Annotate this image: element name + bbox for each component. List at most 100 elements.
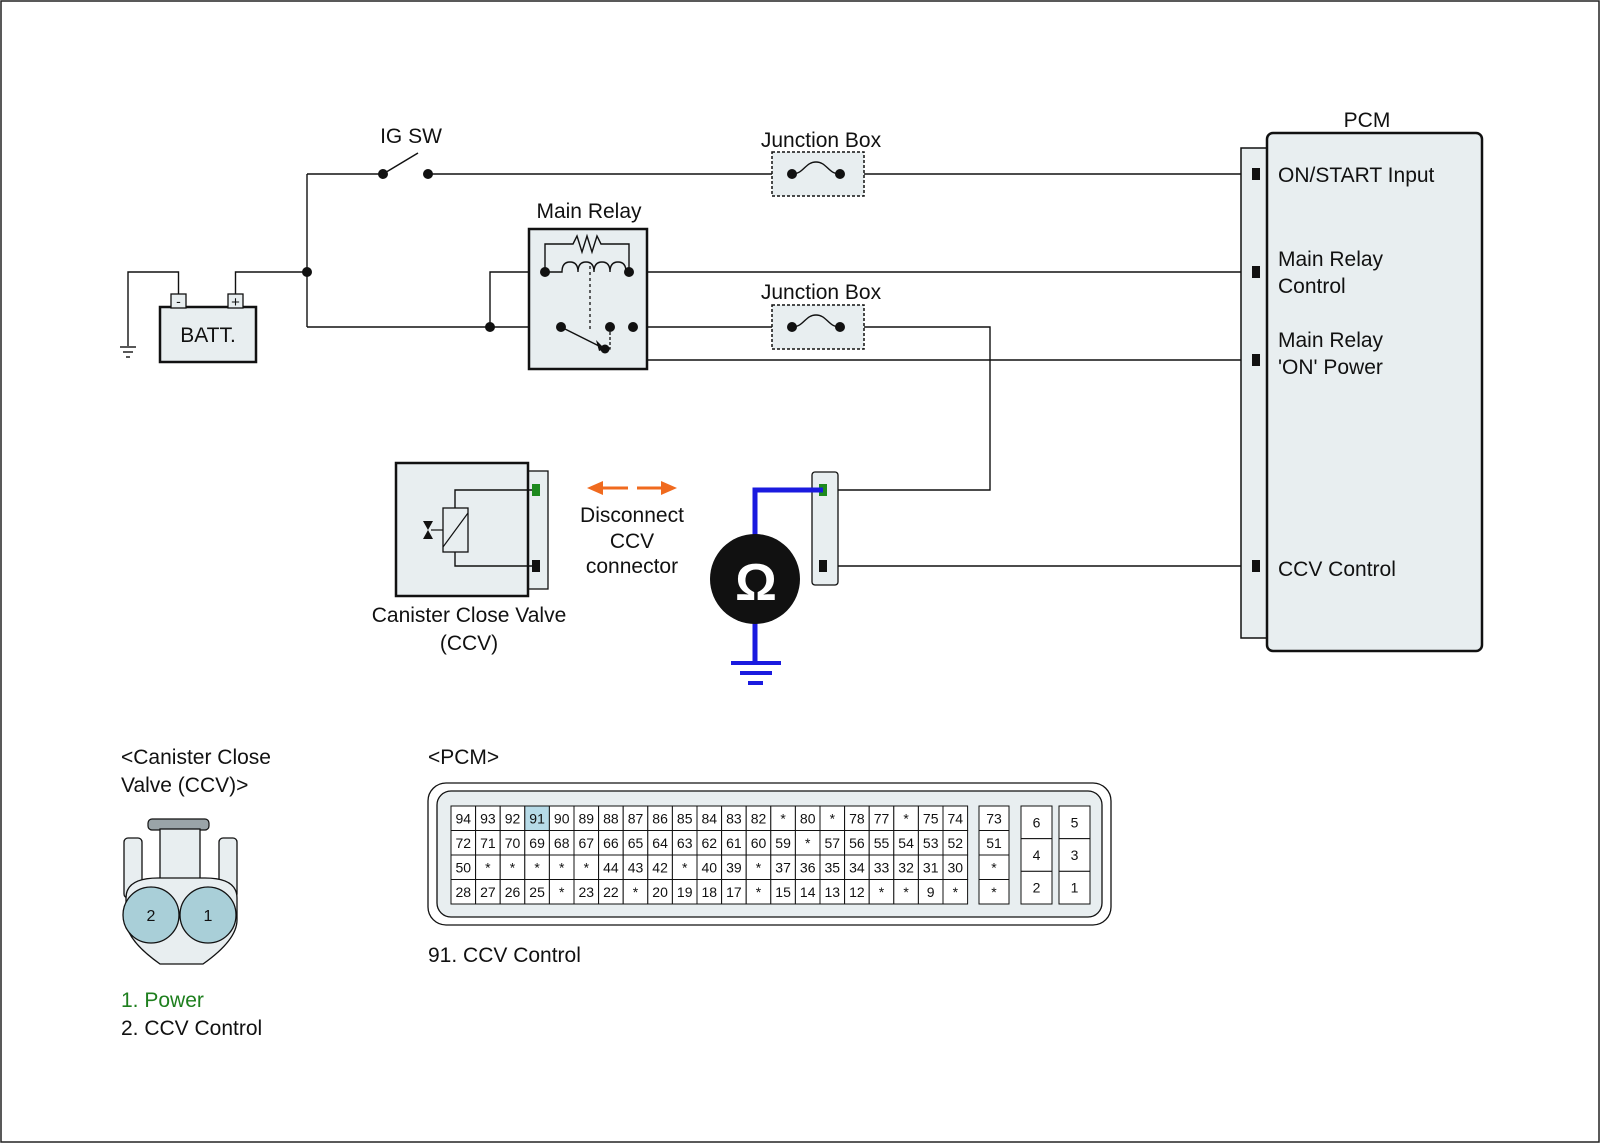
pcm-pin-label: 94 bbox=[456, 810, 472, 826]
pcm-pin-label: * bbox=[510, 859, 516, 875]
ohmmeter-icon bbox=[710, 534, 800, 624]
pcm-pin-label: 68 bbox=[554, 835, 570, 851]
pcm-terminal bbox=[1252, 354, 1260, 366]
pcm-pin-cell bbox=[721, 805, 747, 831]
fuse-icon bbox=[791, 314, 841, 328]
ccv-abbrev-label: (CCV) bbox=[440, 632, 498, 655]
valve-icon bbox=[423, 521, 433, 530]
pcm-pin-label: 57 bbox=[825, 835, 841, 851]
pcm-pin-label: 90 bbox=[554, 810, 570, 826]
pcm-pin-cell bbox=[622, 805, 649, 831]
pcm-pin-label: 26 bbox=[505, 884, 521, 900]
pcm-pin-label: 12 bbox=[849, 884, 865, 900]
pcm-connector-title: <PCM> bbox=[428, 746, 499, 769]
fuse-icon bbox=[791, 161, 841, 175]
pcm-pin-cell bbox=[1020, 870, 1053, 905]
ccv-control-terminal bbox=[532, 560, 540, 572]
pcm-pin-label: 73 bbox=[986, 810, 1002, 826]
pcm-pin-label: 92 bbox=[505, 810, 521, 826]
ohmmeter: Ω bbox=[710, 487, 823, 685]
pcm-pin-cell bbox=[1058, 870, 1091, 905]
junction-dot bbox=[485, 322, 495, 332]
pcm-pin-label: 56 bbox=[849, 835, 865, 851]
pcm-pin-label: 60 bbox=[751, 835, 767, 851]
pcm-pin-label: 64 bbox=[652, 835, 668, 851]
pcm-pin-cell bbox=[548, 879, 575, 905]
pcm-pin-label: 85 bbox=[677, 810, 693, 826]
pcm-pin-label: 27 bbox=[480, 884, 496, 900]
pcm-pin-label: * bbox=[903, 884, 909, 900]
harness-control-terminal bbox=[819, 560, 827, 572]
pcm-pin-cell bbox=[844, 854, 870, 880]
pcm-pin-label: 72 bbox=[456, 835, 472, 851]
pcm-pin-cell bbox=[794, 854, 821, 880]
pcm-pin-cell bbox=[942, 854, 969, 880]
pcm-pin-cell bbox=[1020, 838, 1053, 872]
pcm-pin-label: * bbox=[780, 810, 786, 826]
pcm-pin-label: 80 bbox=[800, 810, 816, 826]
pcm-pin-label: 50 bbox=[456, 859, 472, 875]
junction-box-1-label: Junction Box bbox=[761, 129, 882, 152]
pcm-pin-label: * bbox=[756, 859, 762, 875]
pcm-pin-label: 59 bbox=[775, 835, 791, 851]
disconnect-label-2: CCV bbox=[610, 530, 654, 553]
pcm-pin-cell bbox=[868, 805, 895, 831]
pcm-pin-label: 62 bbox=[702, 835, 718, 851]
pcm-pin-cell bbox=[647, 830, 673, 856]
pcm-pin-label: 2 bbox=[1033, 880, 1041, 896]
pcm-pin-label: 67 bbox=[579, 835, 595, 851]
pcm-pin-label: 33 bbox=[874, 859, 890, 875]
pcm-pin-label: 55 bbox=[874, 835, 890, 851]
pcm-pin-label: 1 bbox=[1071, 880, 1079, 896]
battery-label: BATT. bbox=[180, 324, 236, 347]
ccv-pin-2 bbox=[122, 886, 180, 944]
pcm-pin-label: 36 bbox=[800, 859, 816, 875]
pcm-pin-cell bbox=[450, 879, 477, 905]
pcm-pin-label: 53 bbox=[923, 835, 939, 851]
disconnect-label-3: connector bbox=[586, 555, 678, 578]
ohm-symbol: Ω bbox=[735, 554, 777, 612]
ccv-component: Canister Close Valve (CCV) bbox=[372, 461, 566, 655]
pcm-pin-label: 77 bbox=[874, 810, 890, 826]
pcm-pin-cell bbox=[893, 879, 919, 905]
pcm-pin-cell bbox=[573, 879, 600, 905]
pcm-pin-cell bbox=[819, 830, 846, 856]
ignition-switch: IG SW bbox=[378, 125, 442, 179]
pcm-pin-cell bbox=[942, 879, 969, 905]
pcm-pin-label: * bbox=[830, 810, 836, 826]
pcm-pin-cell bbox=[573, 854, 600, 880]
pcm-pin-label: * bbox=[903, 810, 909, 826]
pcm-pin-label: 83 bbox=[726, 810, 742, 826]
pcm-pin-label: 14 bbox=[800, 884, 816, 900]
ccv-connector-title-2: Valve (CCV)> bbox=[121, 774, 248, 797]
pcm-terminal bbox=[1252, 560, 1260, 572]
pcm-pin-label: 32 bbox=[898, 859, 914, 875]
pcm-pin-label: 5 bbox=[1071, 814, 1079, 830]
ccv-pin-1-label: 1 bbox=[204, 908, 213, 925]
pcm-pin-cell bbox=[893, 830, 919, 856]
pcm-pin-label: * bbox=[584, 859, 590, 875]
pcm-pin-cell bbox=[524, 854, 550, 880]
pcm-module: PCM ON/START Input Main Relay Control Ma… bbox=[1240, 109, 1484, 653]
pcm-pin-cell bbox=[1020, 805, 1053, 840]
pcm-pin-label: 42 bbox=[652, 859, 668, 875]
pcm-connector-caption: 91. CCV Control bbox=[428, 944, 581, 967]
pcm-pin-cell bbox=[671, 879, 698, 905]
pcm-on-start-label: ON/START Input bbox=[1278, 164, 1435, 187]
pcm-pin-label: 75 bbox=[923, 810, 939, 826]
pcm-pin-label: * bbox=[559, 859, 565, 875]
ccv-connector-face: 2 1 bbox=[122, 818, 238, 965]
pcm-pin-label: * bbox=[953, 884, 959, 900]
pcm-pin-cell bbox=[696, 879, 723, 905]
pcm-pin-label: 30 bbox=[948, 859, 964, 875]
pcm-pin-label: 91 bbox=[529, 810, 545, 826]
pcm-pin-cell bbox=[647, 879, 673, 905]
pcm-pin-label: 78 bbox=[849, 810, 865, 826]
pcm-pin-label: 87 bbox=[628, 810, 644, 826]
pcm-pin-label: 18 bbox=[702, 884, 718, 900]
pcm-pin-label: 69 bbox=[529, 835, 545, 851]
